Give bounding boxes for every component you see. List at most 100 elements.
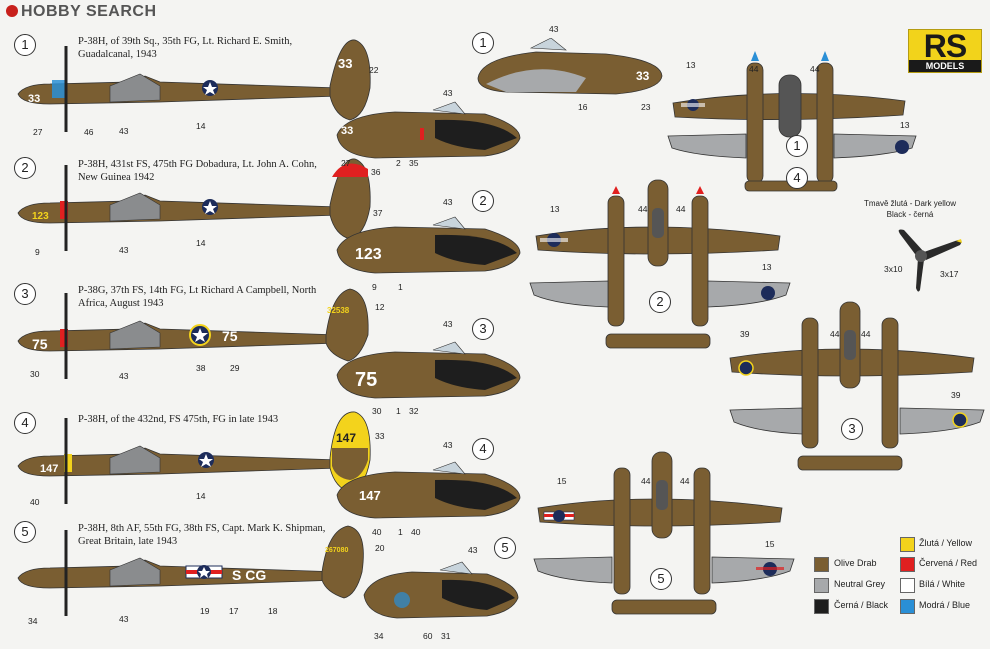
- legend-red: Červená / Red: [919, 558, 978, 568]
- profile-aircraft-1: 33 33: [17, 39, 371, 132]
- prop-note-line1: Tmavě žlutá - Dark yellow: [863, 199, 957, 208]
- callout: 43: [549, 24, 559, 34]
- profile-aircraft-5: S CG 267080: [17, 525, 364, 616]
- callout: 36: [371, 167, 381, 177]
- planform-number-3: 3: [841, 418, 863, 440]
- callout: 43: [443, 197, 453, 207]
- profile-caption-5: P-38H, 8th AF, 55th FG, 38th FS, Capt. M…: [78, 523, 326, 547]
- callout: 1: [398, 282, 403, 292]
- profile-nose-code-2: 123: [32, 211, 49, 222]
- callout: 43: [119, 245, 129, 255]
- swatch-black: [814, 599, 829, 614]
- callout: 2: [396, 158, 401, 168]
- brand-main: RS: [923, 28, 967, 64]
- legend-olive-drab: Olive Drab: [834, 558, 877, 568]
- planform-number-1: 1: [786, 135, 808, 157]
- swatch-yellow: [900, 537, 915, 552]
- nose-closeup-1: 33: [336, 101, 521, 159]
- callout: 43: [119, 614, 129, 624]
- callout: 60: [423, 631, 433, 641]
- nose-code-3: 75: [355, 369, 377, 391]
- callout: 46: [84, 127, 94, 137]
- callout: 20: [375, 543, 385, 553]
- callout: 43: [443, 440, 453, 450]
- profile-number-3: 3: [14, 283, 36, 305]
- callout: 44: [676, 204, 686, 214]
- nose-closeup-5: [363, 561, 519, 619]
- nose-code-2: 123: [355, 246, 382, 263]
- profile-number-4: 4: [14, 412, 36, 434]
- nose-number-3: 3: [472, 318, 494, 340]
- nose-closeup-3: 75: [336, 341, 521, 399]
- nose-top-code: 33: [636, 69, 650, 83]
- profile-tail-code-3: 32538: [327, 306, 350, 315]
- swatch-blue: [900, 599, 915, 614]
- profile-nose-code-4: 147: [40, 463, 58, 475]
- callout: 40: [411, 527, 421, 537]
- planform-3: [729, 301, 975, 471]
- callout: 27: [341, 158, 351, 168]
- callout: 33: [375, 431, 385, 441]
- profile-aircraft-2: 123: [17, 158, 371, 251]
- legend-black: Černá / Black: [834, 600, 889, 610]
- site-title: HOBBY SEARCH: [21, 3, 157, 20]
- callout: 13: [686, 60, 696, 70]
- callout: 23: [641, 102, 651, 112]
- nose-closeup-4: 147: [336, 461, 521, 519]
- callout: 14: [196, 121, 206, 131]
- planform-subnumber-4: 4: [786, 167, 808, 189]
- nose-number-2: 2: [472, 190, 494, 212]
- profile-caption-4: P-38H, of the 432nd, FS 475th, FG in lat…: [78, 414, 279, 425]
- brand-logo: RS MODELS: [908, 28, 982, 73]
- profile-tail-code-4: 147: [336, 431, 356, 445]
- legend-white: Bílá / White: [919, 579, 966, 589]
- callout: 19: [200, 606, 210, 616]
- nose-number-4: 4: [472, 438, 494, 460]
- profile-nose-code-1: 33: [28, 93, 40, 105]
- swatch-white: [900, 578, 915, 593]
- callout: 12: [375, 302, 385, 312]
- swatch-neutral-grey: [814, 578, 829, 593]
- callout: 30: [372, 406, 382, 416]
- callout: 43: [443, 88, 453, 98]
- profile-number-5: 5: [14, 521, 36, 543]
- legend-blue: Modrá / Blue: [919, 600, 971, 610]
- profile-tail-code-1: 33: [338, 56, 352, 71]
- nose-code-4: 147: [359, 488, 381, 503]
- callout: 44: [830, 329, 840, 339]
- profile-aircraft-4: 147 147: [17, 411, 371, 504]
- callout: 14: [196, 238, 206, 248]
- callout: 44: [810, 64, 820, 74]
- callout: 18: [268, 606, 278, 616]
- planform-1-underside: [667, 133, 917, 159]
- callout: 16: [578, 102, 588, 112]
- profile-fuselage-code-3: 75: [222, 328, 238, 344]
- callout: 27: [33, 127, 43, 137]
- callout: 1: [398, 527, 403, 537]
- profile-number-1: 1: [14, 34, 36, 56]
- callout: 44: [749, 64, 759, 74]
- callout: 35: [409, 158, 419, 168]
- planform-number-2: 2: [649, 291, 671, 313]
- profile-caption-1: P-38H, of 39th Sq., 35th FG, Lt. Richard…: [78, 36, 293, 60]
- site-logo-icon: [6, 5, 18, 17]
- callout: 29: [230, 363, 240, 373]
- callout: 44: [641, 476, 651, 486]
- profile-fuselage-code-5: S CG: [232, 567, 266, 583]
- planform-3-underside: [729, 407, 985, 435]
- swatch-red: [900, 557, 915, 572]
- profile-caption-3: P-38G, 37th FS, 14th FG, Lt Richard A Ca…: [78, 285, 317, 309]
- callout: 44: [638, 204, 648, 214]
- callout: 39: [740, 329, 750, 339]
- callout: 34: [374, 631, 384, 641]
- callout: 14: [196, 491, 206, 501]
- callout: 43: [468, 545, 478, 555]
- callout: 43: [443, 319, 453, 329]
- profile-caption-2: P-38H, 431st FS, 475th FG Dobadura, Lt. …: [78, 159, 317, 183]
- callout: 17: [229, 606, 239, 616]
- callout: 1: [396, 406, 401, 416]
- callout: 44: [680, 476, 690, 486]
- profile-aircraft-3: 75 75 32538: [17, 288, 369, 379]
- prop-note-line2: Black - černá: [886, 210, 934, 219]
